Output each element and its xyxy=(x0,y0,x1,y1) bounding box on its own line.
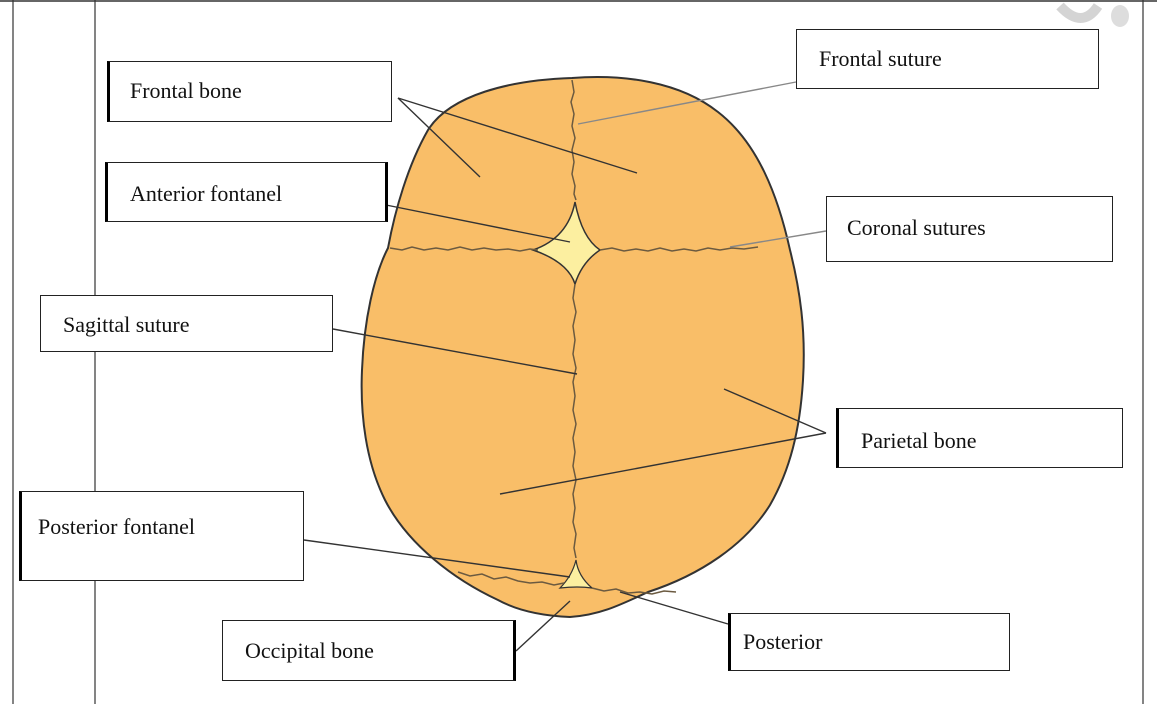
label-anterior-fontanel: Anterior fontanel xyxy=(105,162,388,222)
label-frontal-suture: Frontal suture xyxy=(796,29,1099,89)
label-occipital-bone: Occipital bone xyxy=(222,620,516,681)
label-occipital-bone-text: Occipital bone xyxy=(245,638,374,664)
label-frontal-bone-text: Frontal bone xyxy=(130,78,242,104)
leader-posterior xyxy=(620,592,728,624)
label-coronal-sutures-text: Coronal sutures xyxy=(847,215,986,241)
label-frontal-bone: Frontal bone xyxy=(107,61,392,122)
label-posterior-fontanel: Posterior fontanel xyxy=(19,491,304,581)
label-parietal-bone-text: Parietal bone xyxy=(861,428,976,454)
label-posterior-fontanel-text: Posterior fontanel xyxy=(38,514,195,540)
label-anterior-fontanel-text: Anterior fontanel xyxy=(130,181,282,207)
label-sagittal-suture-text: Sagittal suture xyxy=(63,312,189,338)
label-posterior: Posterior xyxy=(728,613,1010,671)
label-parietal-bone: Parietal bone xyxy=(836,408,1123,468)
label-posterior-text: Posterior xyxy=(743,629,822,655)
label-coronal-sutures: Coronal sutures xyxy=(826,196,1113,262)
label-sagittal-suture: Sagittal suture xyxy=(40,295,333,352)
label-frontal-suture-text: Frontal suture xyxy=(819,46,942,72)
watermark-dot xyxy=(1111,5,1129,27)
watermark-mark xyxy=(1060,6,1098,18)
